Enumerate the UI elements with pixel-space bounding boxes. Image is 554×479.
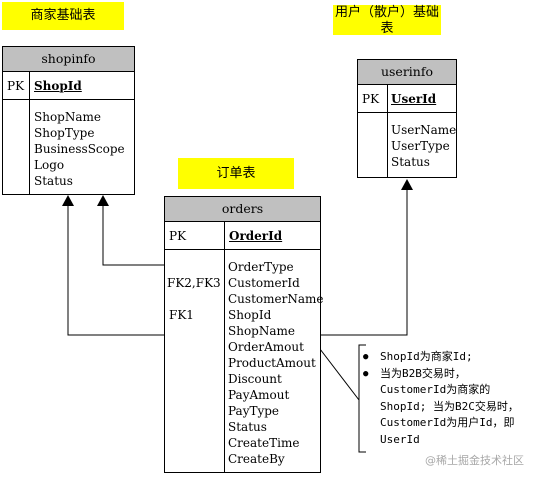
orders-pk-divider: [165, 249, 320, 250]
shopinfo-pk-divider: [3, 99, 134, 100]
note-item: ● ShopId为商家Id;: [361, 349, 551, 366]
userinfo-field-list: UserName UserType Status: [391, 122, 456, 170]
shopinfo-key-column-divider: [29, 71, 30, 194]
orders-pk-label: PK: [169, 229, 187, 243]
userinfo-title-label: 用户（散户）基础 表: [333, 5, 441, 36]
note-item: ● 当为B2B交易时， CustomerId为商家的 ShopId; 当为B2C…: [361, 366, 551, 449]
note-line: UserId: [380, 432, 420, 446]
orders-field: CreateTime: [228, 436, 300, 450]
userinfo-table: userinfo PK UserId UserName UserType Sta…: [357, 59, 457, 178]
orders-field: ShopName: [228, 324, 295, 338]
shopinfo-title-label: 商家基础表: [2, 2, 124, 30]
orders-pk-field: OrderId: [229, 229, 283, 243]
shopinfo-field: ShopName: [34, 110, 101, 124]
shopinfo-table: shopinfo PK ShopId ShopName ShopType Bus…: [2, 46, 135, 195]
shopinfo-field: Status: [34, 174, 73, 188]
orders-field: CustomerName: [228, 292, 324, 306]
userinfo-title-line1: 用户（散户）基础: [334, 5, 439, 20]
orders-field: OrderType: [228, 260, 294, 274]
orders-key-column-divider: [224, 221, 225, 472]
note-line: 当为B2B交易时，: [380, 366, 466, 380]
customerid-shop-relation-line: [102, 205, 164, 266]
userinfo-field: Status: [391, 155, 430, 169]
note-line: CustomerId为用户Id，即: [380, 416, 515, 429]
userinfo-header: userinfo: [358, 60, 456, 85]
shopinfo-pk-field: ShopId: [34, 79, 82, 93]
shopid-relation-line: [67, 205, 164, 336]
shopinfo-field: BusinessScope: [34, 142, 125, 156]
orders-table: orders PK OrderId FK2,FK3 FK1 OrderType …: [164, 196, 323, 473]
shopinfo-pk-label: PK: [7, 79, 25, 93]
orders-field: CreateBy: [228, 452, 285, 466]
orders-field: ProductAmout: [228, 356, 316, 370]
shopinfo-header: shopinfo: [3, 47, 134, 72]
note-line: CustomerId为商家的: [380, 383, 491, 396]
orders-field: OrderAmout: [228, 340, 304, 354]
orders-field: Discount: [228, 372, 282, 386]
userinfo-key-column-divider: [387, 84, 388, 177]
note-bracket: [358, 344, 366, 453]
userinfo-field: UserName: [391, 123, 457, 137]
userinfo-title-line2: 表: [380, 21, 394, 36]
watermark: @稀土掘金技术社区: [425, 454, 524, 467]
orders-title-label: 订单表: [178, 158, 294, 189]
customerid-user-relation-line: [320, 189, 408, 336]
note-line: ShopId; 当为B2C交易时，: [380, 399, 519, 413]
shopinfo-field: Logo: [34, 158, 65, 172]
shopinfo-field: ShopType: [34, 126, 95, 140]
orders-field: Status: [228, 420, 267, 434]
orders-fk-label: FK2,FK3: [167, 276, 221, 290]
orders-field-list: OrderType CustomerId CustomerName ShopId…: [228, 259, 323, 467]
bullet-icon: ●: [363, 368, 369, 379]
orders-header: orders: [165, 197, 320, 222]
note-connector-line: [319, 348, 360, 401]
annotation-note: ● ShopId为商家Id; ● 当为B2B交易时， CustomerId为商家…: [361, 349, 551, 448]
shopinfo-field-list: ShopName ShopType BusinessScope Logo Sta…: [34, 109, 125, 189]
userinfo-pk-divider: [358, 112, 456, 113]
customerid-shop-arrowhead: [97, 195, 109, 206]
note-line: ShopId为商家Id;: [380, 350, 473, 363]
orders-fk-label: FK1: [169, 308, 194, 322]
customerid-user-arrowhead: [401, 179, 413, 190]
orders-field: ShopId: [228, 308, 272, 322]
shopid-arrowhead: [62, 195, 74, 206]
userinfo-pk-label: PK: [362, 92, 380, 106]
bullet-icon: ●: [363, 352, 369, 362]
orders-field: PayAmout: [228, 388, 290, 402]
userinfo-field: UserType: [391, 139, 450, 153]
orders-field: PayType: [228, 404, 280, 418]
userinfo-pk-field: UserId: [391, 92, 437, 106]
orders-field: CustomerId: [228, 276, 300, 290]
